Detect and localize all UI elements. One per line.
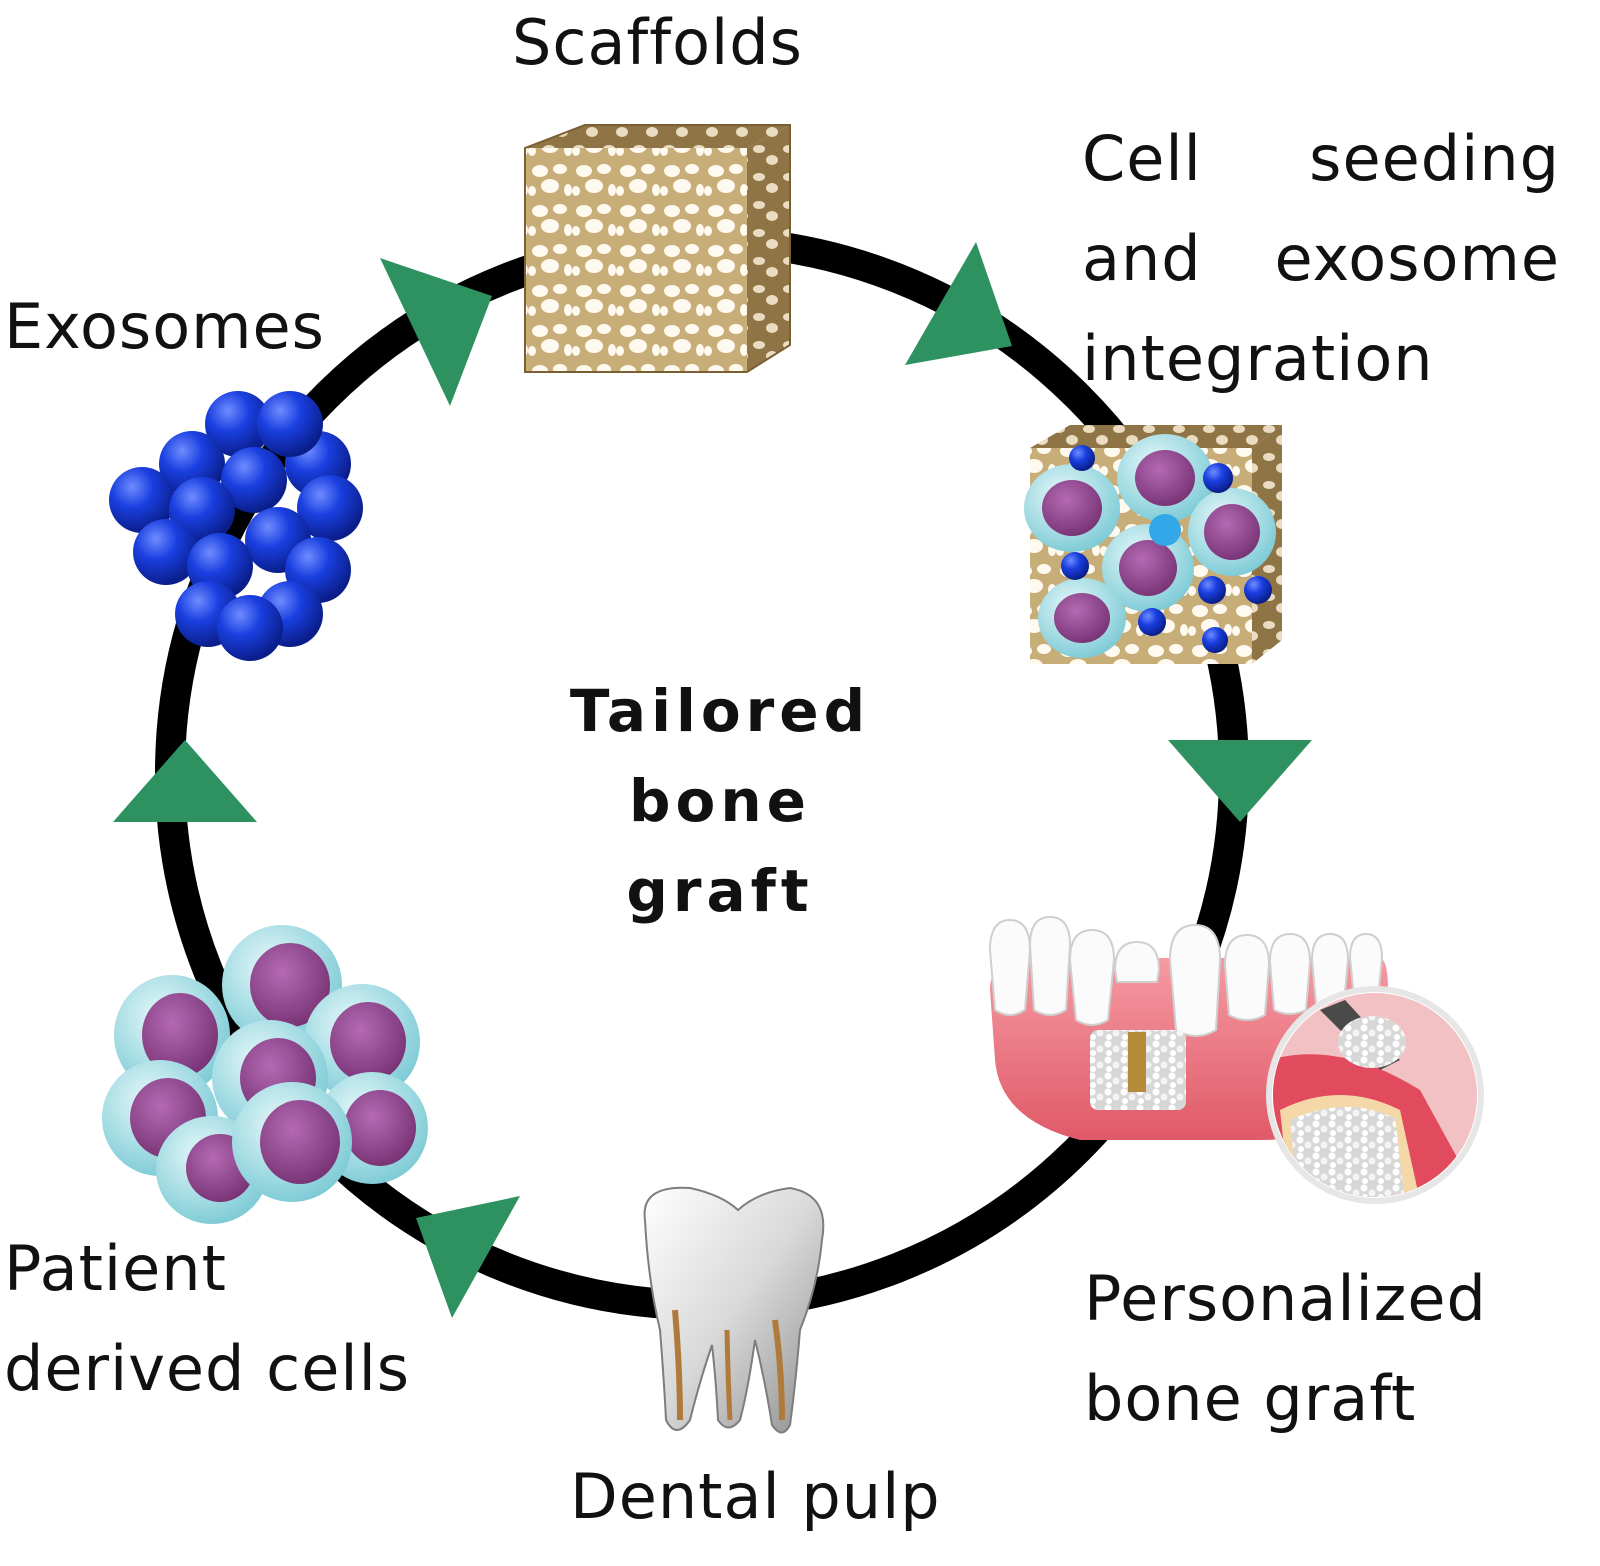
center-title-line: bone (629, 767, 811, 835)
arrow-icon (905, 242, 1012, 365)
cycle-arrows (113, 242, 1312, 1318)
label-word: and (1082, 222, 1202, 295)
cell-cluster-icon (102, 925, 428, 1224)
arrow-icon (416, 1196, 520, 1318)
cell (304, 984, 420, 1100)
label-line: Personalized (1084, 1262, 1487, 1335)
label-line: integration (1082, 328, 1560, 390)
label-word: Cell (1082, 122, 1202, 195)
cell (232, 1082, 352, 1202)
dental-implant-graft-icon (988, 915, 1484, 1204)
label-line: Patient (4, 1232, 227, 1305)
arrow-icon (1168, 740, 1312, 822)
scaffold-cube-icon (524, 124, 791, 373)
seeded-exosome (1061, 445, 1272, 653)
seeded-scaffold-icon (1024, 425, 1282, 664)
center-title-line: graft (626, 857, 814, 925)
label-patient-derived-cells: Patient derived cells (4, 1238, 410, 1400)
label-word: seeding (1309, 122, 1560, 195)
label-scaffolds: Scaffolds (512, 6, 803, 79)
tooth-icon (643, 1186, 825, 1434)
label-dental-pulp: Dental pulp (570, 1460, 941, 1533)
exosome-cluster-icon (109, 391, 363, 661)
arrow-icon (113, 740, 257, 822)
arrow-icon (380, 258, 492, 406)
seeded-cell (1024, 434, 1276, 658)
center-title-line: Tailored (569, 677, 871, 745)
label-line: bone graft (1084, 1362, 1417, 1435)
label-word: exosome (1274, 222, 1560, 295)
label-personalized-bone-graft: Personalized bone graft (1084, 1268, 1487, 1430)
label-exosomes: Exosomes (4, 290, 325, 363)
label-word: integration (1082, 322, 1434, 395)
label-line: derived cells (4, 1332, 411, 1405)
